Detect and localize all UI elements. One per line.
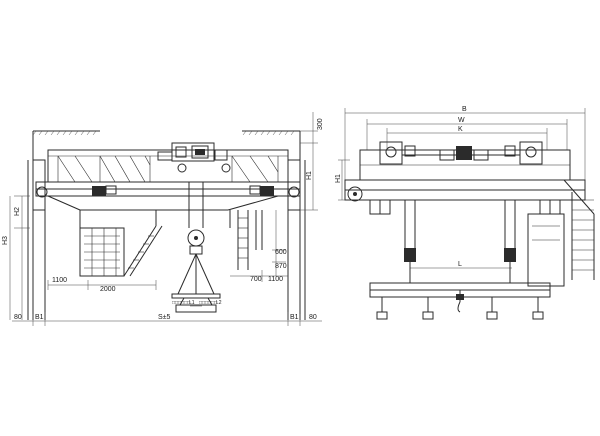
- side-ropes-hooks: [404, 200, 516, 283]
- side-spreader-beam: [369, 282, 551, 320]
- dim-b1-right-label: B1: [290, 314, 299, 321]
- dim-b-label: B: [462, 106, 467, 113]
- front-dimensions: [9, 112, 322, 326]
- dim-l2-label: L2: [216, 300, 222, 306]
- side-dimensions: [338, 108, 586, 269]
- left-building-wall: [27, 130, 100, 320]
- dim-1100-left-label: 1100: [52, 277, 67, 284]
- dim-1100-right-label: 1100: [268, 276, 283, 283]
- dim-h1-side-label: H1: [335, 174, 342, 183]
- side-cab: [527, 179, 595, 287]
- side-girder: [344, 179, 586, 215]
- operator-cab: [79, 210, 163, 277]
- trolley-frame: [47, 149, 289, 183]
- dim-2000-label: 2000: [100, 286, 116, 293]
- hook-tag-2: □□□□□□: [199, 300, 217, 306]
- dim-b1-left-label: B1: [35, 314, 44, 321]
- dim-k-label: K: [458, 126, 463, 133]
- dim-h2-label: H2: [14, 207, 21, 216]
- right-ladder: [237, 210, 263, 270]
- main-girder: [35, 181, 301, 228]
- dim-700-label: 700: [250, 276, 262, 283]
- front-view: H2 H3 300 H1 1100 2000 600 870 700 1100 …: [2, 112, 324, 326]
- dim-870-label: 870: [275, 263, 287, 270]
- dim-80-left-label: 80: [14, 314, 22, 321]
- dim-w-label: W: [458, 117, 465, 124]
- hook-tag-1: □□□□□□: [172, 300, 190, 306]
- dim-80-right-label: 80: [309, 314, 317, 321]
- hook-spreader: [171, 182, 221, 313]
- dim-h1-right-label: H1: [306, 171, 313, 180]
- dim-l1-label: L1: [189, 300, 195, 306]
- right-building-wall: [242, 130, 306, 320]
- dim-l-label: L: [458, 261, 462, 268]
- side-view: B W K H1 L: [335, 106, 595, 320]
- dim-span-label: S±5: [158, 314, 171, 321]
- side-trolley: [359, 141, 571, 181]
- dim-top-300-label: 300: [317, 118, 324, 130]
- hoist-machinery: [157, 142, 231, 173]
- dim-h3-label: H3: [2, 236, 9, 245]
- dim-600-label: 600: [275, 249, 287, 256]
